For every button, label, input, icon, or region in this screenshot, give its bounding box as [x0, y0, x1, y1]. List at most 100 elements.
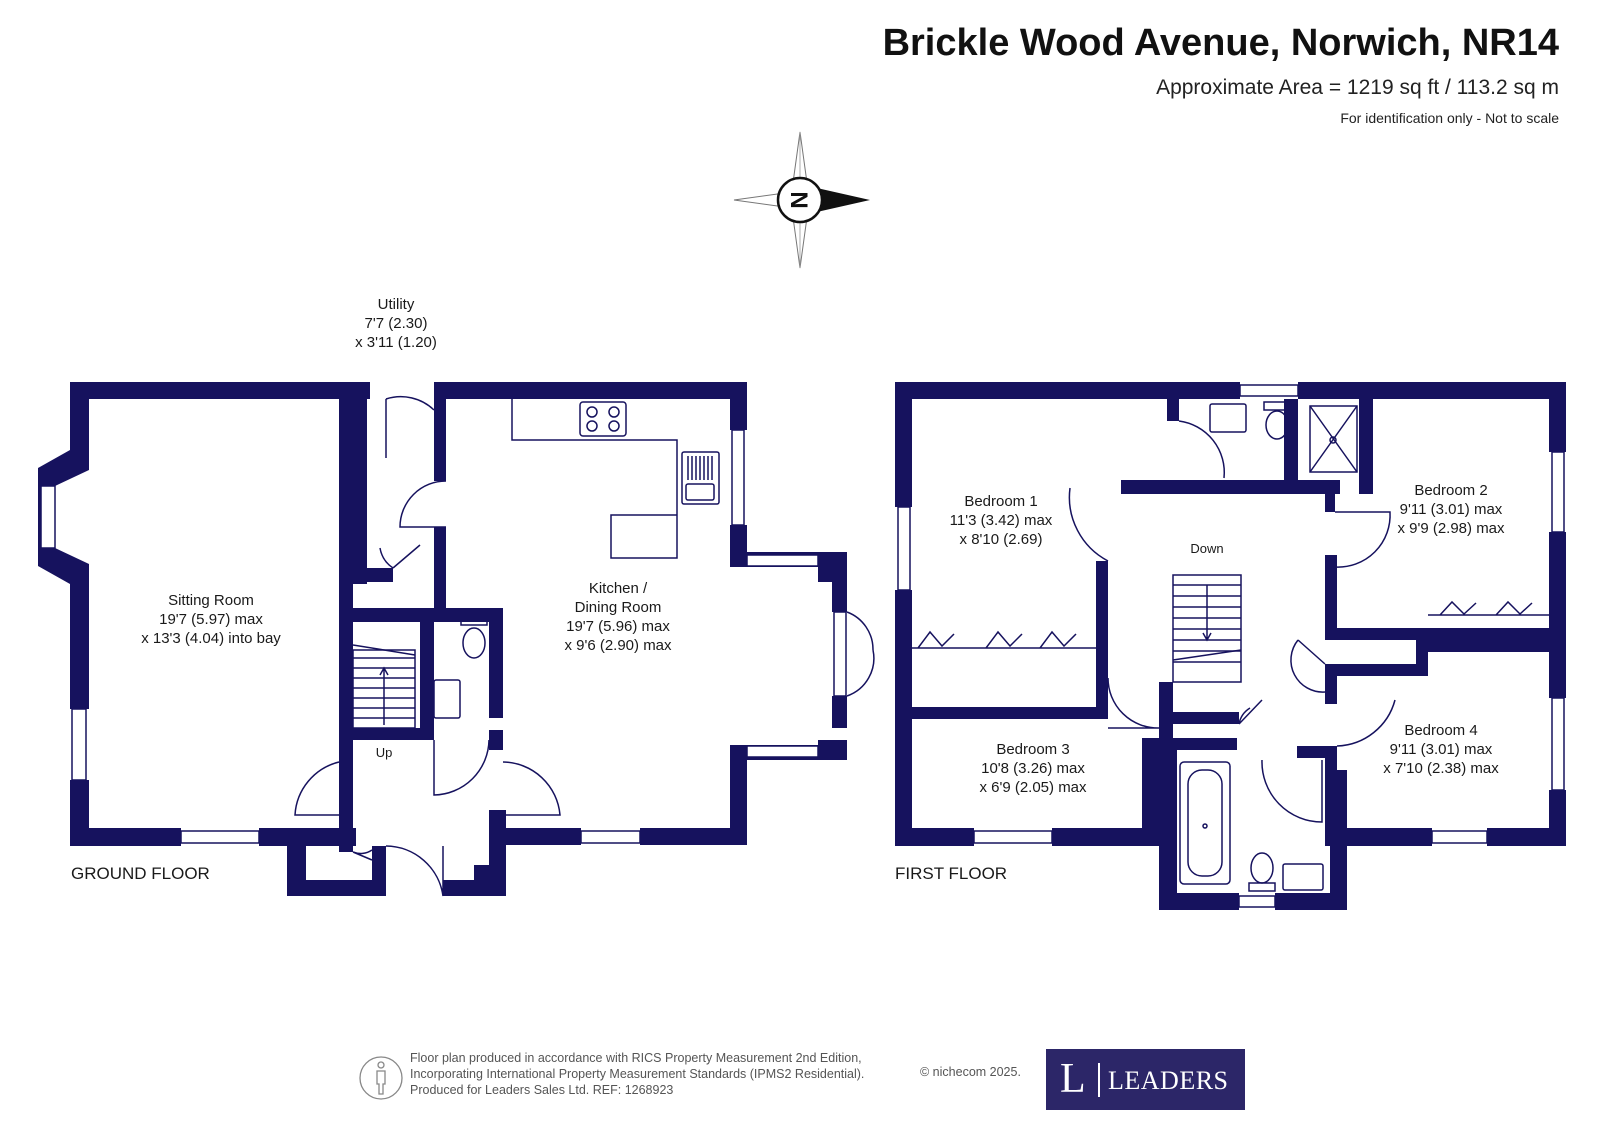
drainer-lines: [687, 456, 713, 480]
french-door-frame: [833, 611, 847, 697]
wall: [353, 399, 367, 584]
wall: [353, 568, 393, 582]
identification-note: For identification only - Not to scale: [1340, 110, 1559, 126]
window: [731, 429, 745, 526]
shower-lines: [1309, 405, 1358, 473]
french-doors: [846, 611, 875, 697]
ground-doors: [294, 395, 875, 897]
bedroom1-door: [1068, 487, 1109, 562]
bedroom2-dim2: x 9'9 (2.98) max: [1397, 520, 1505, 537]
wall: [1298, 382, 1566, 399]
wall: [1284, 399, 1298, 494]
sitting-room-name: Sitting Room: [168, 592, 254, 609]
wall: [895, 382, 912, 507]
wall: [353, 608, 503, 622]
wall: [434, 382, 744, 399]
wc-door: [433, 739, 490, 796]
wall: [1325, 555, 1337, 640]
stairs-up-label: Up: [376, 745, 393, 760]
stair-break: [352, 644, 416, 656]
wall: [70, 828, 181, 846]
cupboard-door: [379, 544, 421, 569]
wardrobe-bedroom2: [1428, 600, 1549, 616]
wall: [489, 608, 503, 718]
wall: [1325, 480, 1335, 512]
wall: [895, 828, 974, 846]
bedroom3-name: Bedroom 3: [996, 741, 1069, 758]
bedroom4-dim2: x 7'10 (2.38) max: [1383, 760, 1499, 777]
logo-word: LEADERS: [1108, 1066, 1229, 1095]
wall: [70, 382, 370, 399]
wall: [1325, 746, 1337, 846]
cupboard-door: [1290, 639, 1326, 693]
wall: [1159, 738, 1177, 910]
wall: [832, 696, 847, 728]
wall: [489, 828, 581, 845]
wall: [730, 382, 747, 430]
wall: [1297, 746, 1335, 758]
footer-copyright: © nichecom 2025.: [920, 1065, 1021, 1079]
wall: [640, 828, 747, 845]
window: [180, 830, 260, 844]
toilet-icon: [462, 627, 486, 659]
window: [746, 745, 819, 758]
wall: [372, 846, 386, 896]
wall: [832, 582, 847, 612]
bedroom4-name: Bedroom 4: [1404, 722, 1477, 739]
hob-icon: [579, 401, 627, 437]
wall: [1159, 893, 1239, 910]
compass-north-arrow-icon: N: [733, 131, 870, 269]
window: [580, 830, 641, 844]
window: [746, 554, 819, 567]
hob-ring: [586, 406, 598, 418]
kitchen-dim1: 19'7 (5.96) max: [566, 618, 670, 635]
wall: [1173, 712, 1239, 724]
wall: [1159, 682, 1173, 738]
kitchen-hall-door: [502, 761, 561, 816]
window: [40, 485, 56, 549]
toilet-cistern: [1248, 882, 1276, 892]
wall: [287, 880, 386, 896]
porch-cupboard-door: [352, 849, 373, 861]
wall: [1487, 828, 1566, 846]
bedroom4-door: [1336, 699, 1396, 747]
wall: [1167, 399, 1179, 421]
wall: [339, 399, 353, 829]
window: [71, 708, 87, 781]
wall: [489, 810, 506, 896]
wall: [489, 730, 503, 750]
wall: [730, 745, 747, 845]
stair-up-arrow-icon: [379, 666, 389, 725]
basin-icon: [1209, 403, 1247, 433]
sitting-room-dim2: x 13'3 (4.04) into bay: [141, 630, 281, 647]
utility-dim1: 7'7 (2.30): [365, 315, 428, 332]
wall: [70, 382, 89, 454]
wall: [1121, 480, 1169, 494]
kitchen-dim2: x 9'6 (2.90) max: [564, 637, 672, 654]
wall: [353, 728, 434, 740]
sink-icon: [681, 451, 720, 505]
wall: [1275, 893, 1347, 910]
wall: [339, 846, 353, 852]
first-floor-plan: [895, 382, 1566, 910]
window: [1238, 895, 1276, 908]
wall: [1142, 738, 1159, 846]
wall: [1325, 628, 1549, 640]
utility-door: [385, 395, 435, 458]
utility-name: Utility: [378, 296, 415, 313]
toilet-cistern: [1263, 401, 1291, 411]
ipms-person-icon: [359, 1056, 403, 1100]
wall: [895, 382, 1240, 399]
hob-ring: [608, 406, 620, 418]
wardrobe-bedroom1: [912, 630, 1096, 649]
stair-down-arrow-icon: [1202, 585, 1212, 642]
wall: [1325, 664, 1337, 704]
bath-inner: [1187, 769, 1223, 877]
wall: [1359, 399, 1373, 494]
hob-ring: [608, 420, 620, 432]
bathroom-door: [1261, 759, 1323, 823]
wall: [434, 527, 446, 617]
first-doors: [912, 401, 1549, 892]
wall: [420, 622, 434, 740]
